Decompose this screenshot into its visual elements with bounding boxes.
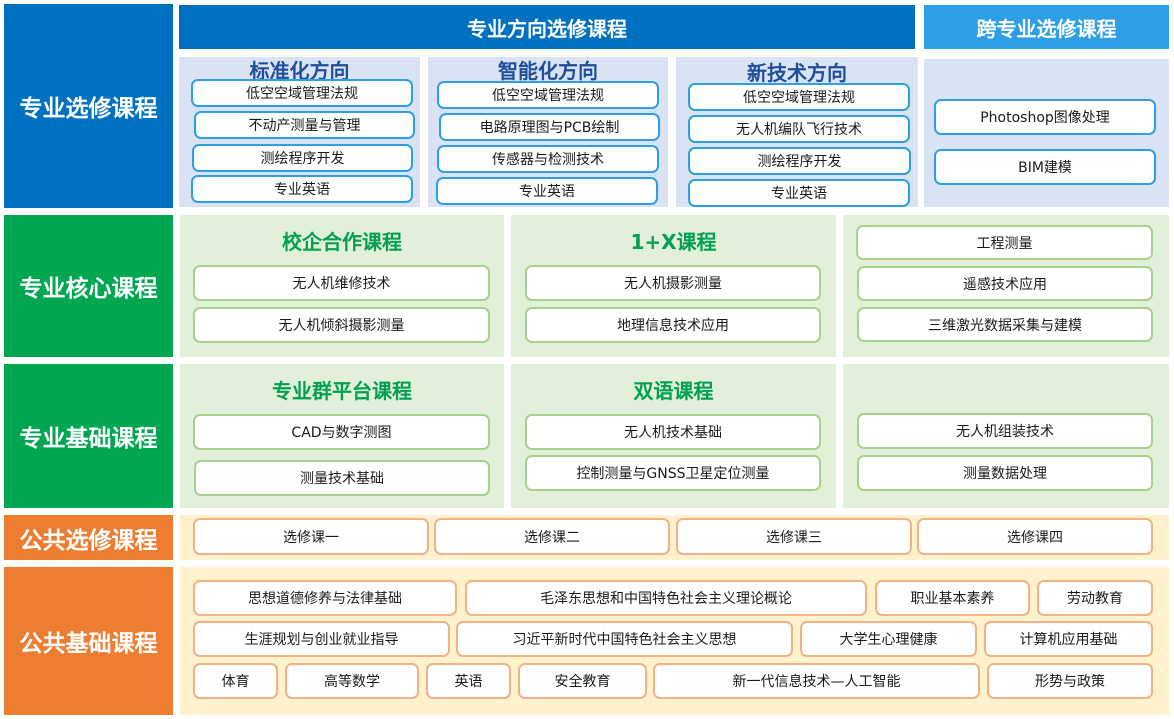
course-box: 无人机编队飞行技术	[688, 115, 910, 143]
course-box: 遥感技术应用	[857, 266, 1153, 301]
course-box: 传感器与检测技术	[437, 145, 659, 173]
group-title-smart: 智能化方向	[498, 58, 598, 83]
course-box: 习近平新时代中国特色社会主义思想	[456, 621, 793, 657]
course-box: 选修课二	[434, 518, 670, 555]
course-box: 低空空域管理法规	[437, 81, 659, 109]
course-box: 大学生心理健康	[800, 621, 977, 657]
header-cross-elective: 跨专业选修课程	[924, 5, 1169, 49]
course-box: 思想道德修养与法律基础	[193, 580, 457, 616]
row-label-foundation: 专业基础课程	[4, 364, 173, 508]
course-box: 测量技术基础	[194, 460, 490, 496]
course-box: 选修课四	[917, 518, 1153, 555]
course-box: 测量数据处理	[857, 455, 1153, 491]
course-box: 低空空域管理法规	[191, 79, 413, 107]
course-box: 安全教育	[518, 663, 647, 699]
row-label-core: 专业核心课程	[4, 215, 173, 357]
course-box: 生涯规划与创业就业指导	[193, 621, 450, 657]
course-box: 计算机应用基础	[984, 621, 1153, 657]
course-box: 选修课三	[676, 518, 912, 555]
course-box: 三维激光数据采集与建模	[857, 307, 1153, 342]
group-title-foundation-2: 双语课程	[633, 378, 714, 403]
course-box: 不动产测量与管理	[194, 111, 415, 139]
group-title-standard: 标准化方向	[249, 58, 350, 83]
course-box: 形势与政策	[987, 663, 1153, 699]
row-label-public-elective: 公共选修课程	[4, 515, 173, 560]
group-title-foundation-1: 专业群平台课程	[272, 378, 412, 403]
course-box: 专业英语	[191, 175, 413, 203]
group-title-core-2: 1+X课程	[630, 229, 717, 254]
course-box: BIM建模	[934, 149, 1156, 185]
course-box: 测绘程序开发	[688, 147, 911, 175]
course-box: 无人机维修技术	[193, 265, 490, 301]
course-box: 专业英语	[688, 179, 910, 207]
course-box: 无人机组装技术	[857, 413, 1153, 449]
course-box: 劳动教育	[1037, 580, 1153, 616]
course-box: 地理信息技术应用	[525, 307, 821, 343]
course-box: 测绘程序开发	[192, 144, 413, 172]
course-box: 体育	[193, 663, 278, 699]
group-title-newtech: 新技术方向	[747, 60, 847, 85]
group-title-core-1: 校企合作课程	[282, 229, 402, 254]
course-box: Photoshop图像处理	[934, 99, 1156, 135]
course-box: 专业英语	[436, 177, 658, 205]
course-box: 选修课一	[193, 518, 429, 555]
course-box: 低空空域管理法规	[688, 83, 910, 111]
course-box: 职业基本素养	[875, 580, 1030, 616]
row-label-elective: 专业选修课程	[4, 4, 173, 208]
course-box: 电路原理图与PCB绘制	[439, 113, 660, 141]
course-box: 无人机摄影测量	[525, 265, 821, 301]
course-box: 新一代信息技术—人工智能	[653, 663, 980, 699]
course-box: 毛泽东思想和中国特色社会主义理论概论	[465, 580, 867, 616]
course-box: 英语	[426, 663, 511, 699]
row-label-public-foundation: 公共基础课程	[4, 567, 173, 715]
course-box: 无人机技术基础	[525, 414, 821, 450]
header-direction-elective: 专业方向选修课程	[179, 5, 915, 49]
course-box: 高等数学	[285, 663, 419, 699]
course-box: 无人机倾斜摄影测量	[193, 307, 490, 343]
course-box: 控制测量与GNSS卫星定位测量	[525, 455, 821, 491]
course-box: 工程测量	[856, 225, 1153, 260]
course-box: CAD与数字测图	[193, 414, 490, 450]
